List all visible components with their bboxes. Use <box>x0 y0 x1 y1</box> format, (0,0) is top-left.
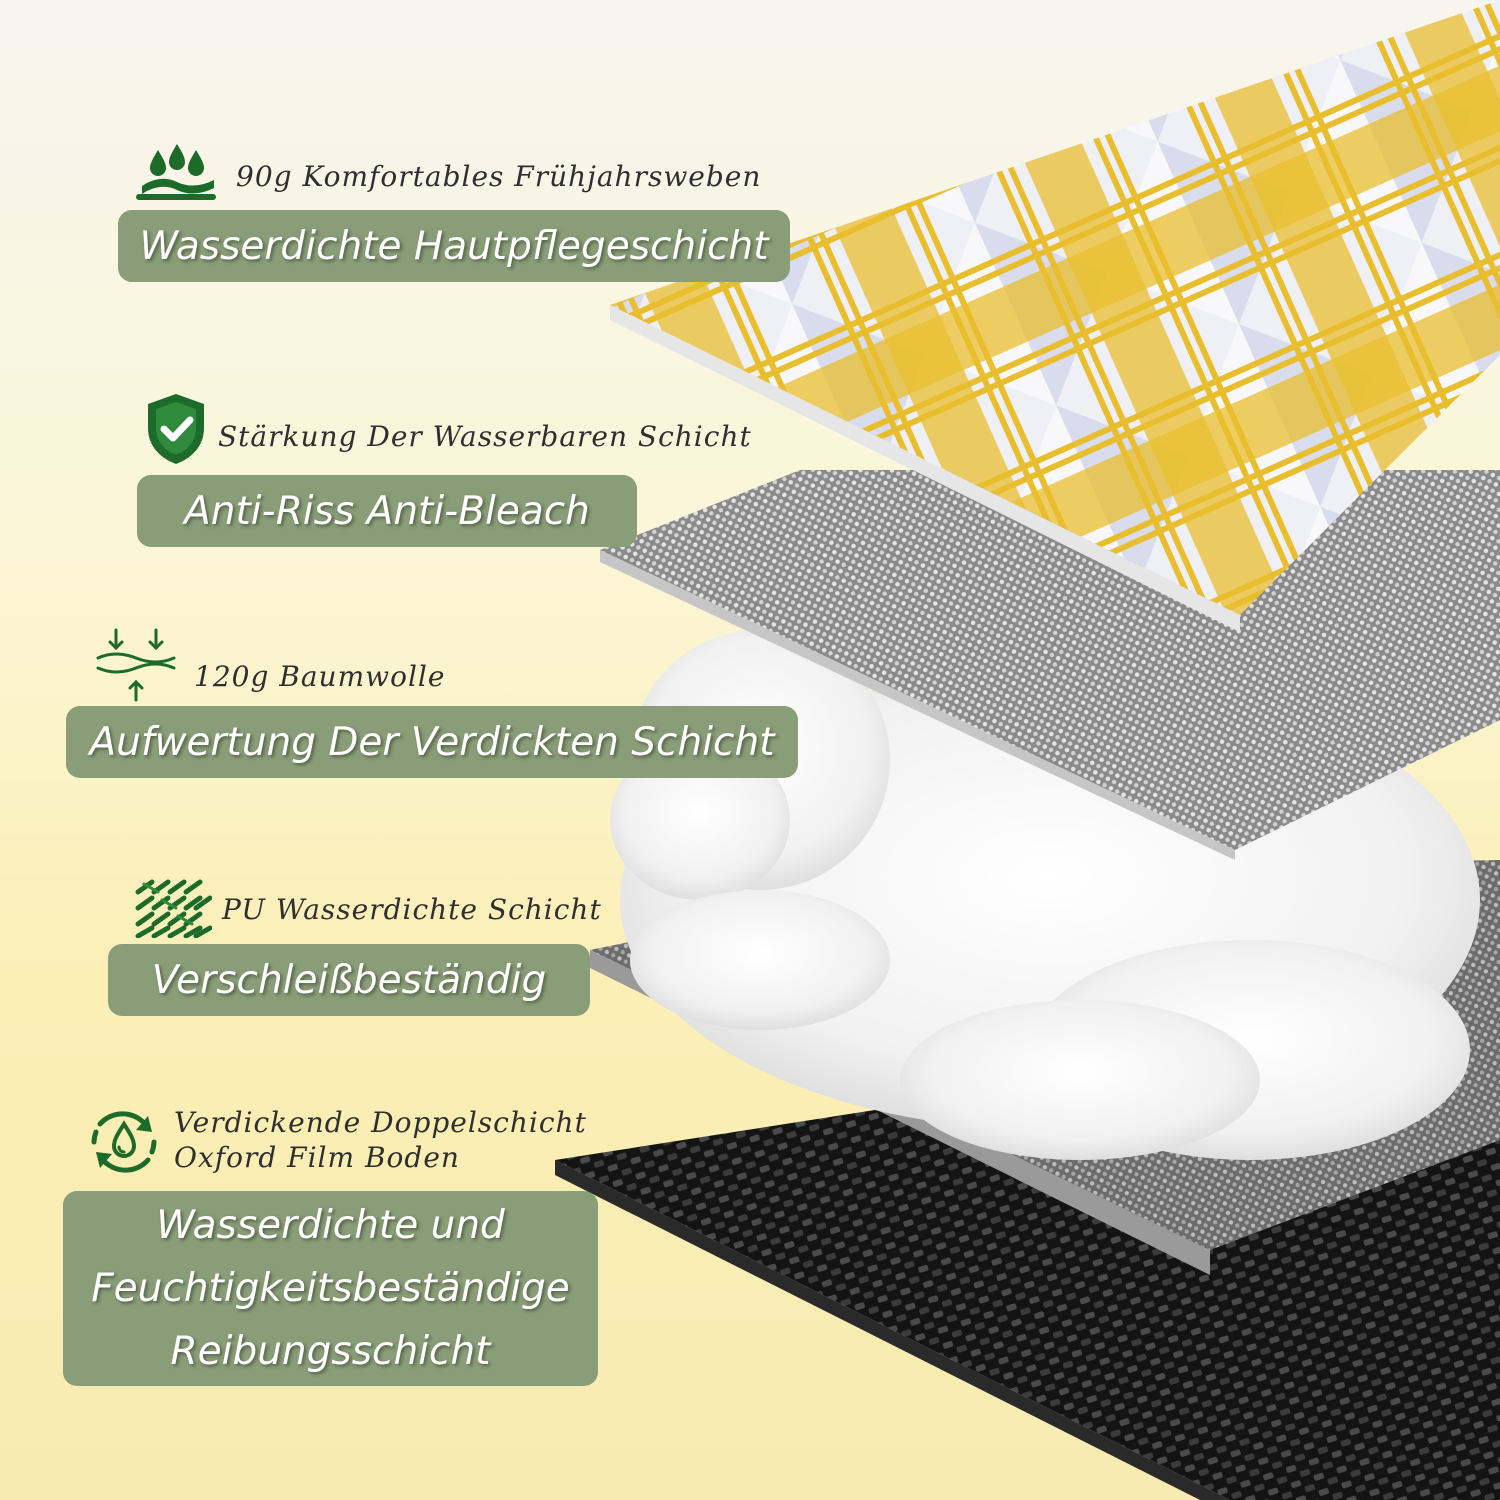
feature-title-line-1: Wasserdichte und <box>156 1203 505 1248</box>
feature-subtitle: 120g Baumwolle <box>194 660 446 693</box>
feature-title: Verschleißbeständig <box>108 944 590 1016</box>
feature-subtitle: 90g Komfortables Frühjahrsweben <box>236 160 762 193</box>
feature-title: Wasserdichte und Feuchtigkeitsbeständige… <box>63 1191 598 1386</box>
thickness-arrows-icon <box>96 628 176 702</box>
feature-title: Aufwertung Der Verdickten Schicht <box>66 706 798 778</box>
feature-subtitle: PU Wasserdichte Schicht <box>222 893 602 926</box>
water-drops-icon <box>136 142 218 202</box>
weave-pattern-icon <box>134 878 212 938</box>
feature-subtitle-line-2: Oxford Film Boden <box>174 1141 460 1174</box>
feature-title: Wasserdichte Hautpflegeschicht <box>118 210 790 282</box>
shield-check-icon <box>144 392 208 466</box>
feature-subtitle: Stärkung Der Wasserbaren Schicht <box>218 420 752 453</box>
feature-title: Anti-Riss Anti-Bleach <box>137 475 637 547</box>
feature-title-line-3: Reibungsschicht <box>170 1329 491 1374</box>
feature-title-line-2: Feuchtigkeitsbeständige <box>91 1266 570 1311</box>
feature-subtitle-line-1: Verdickende Doppelschicht <box>174 1106 587 1139</box>
recycle-drop-icon <box>86 1104 162 1180</box>
